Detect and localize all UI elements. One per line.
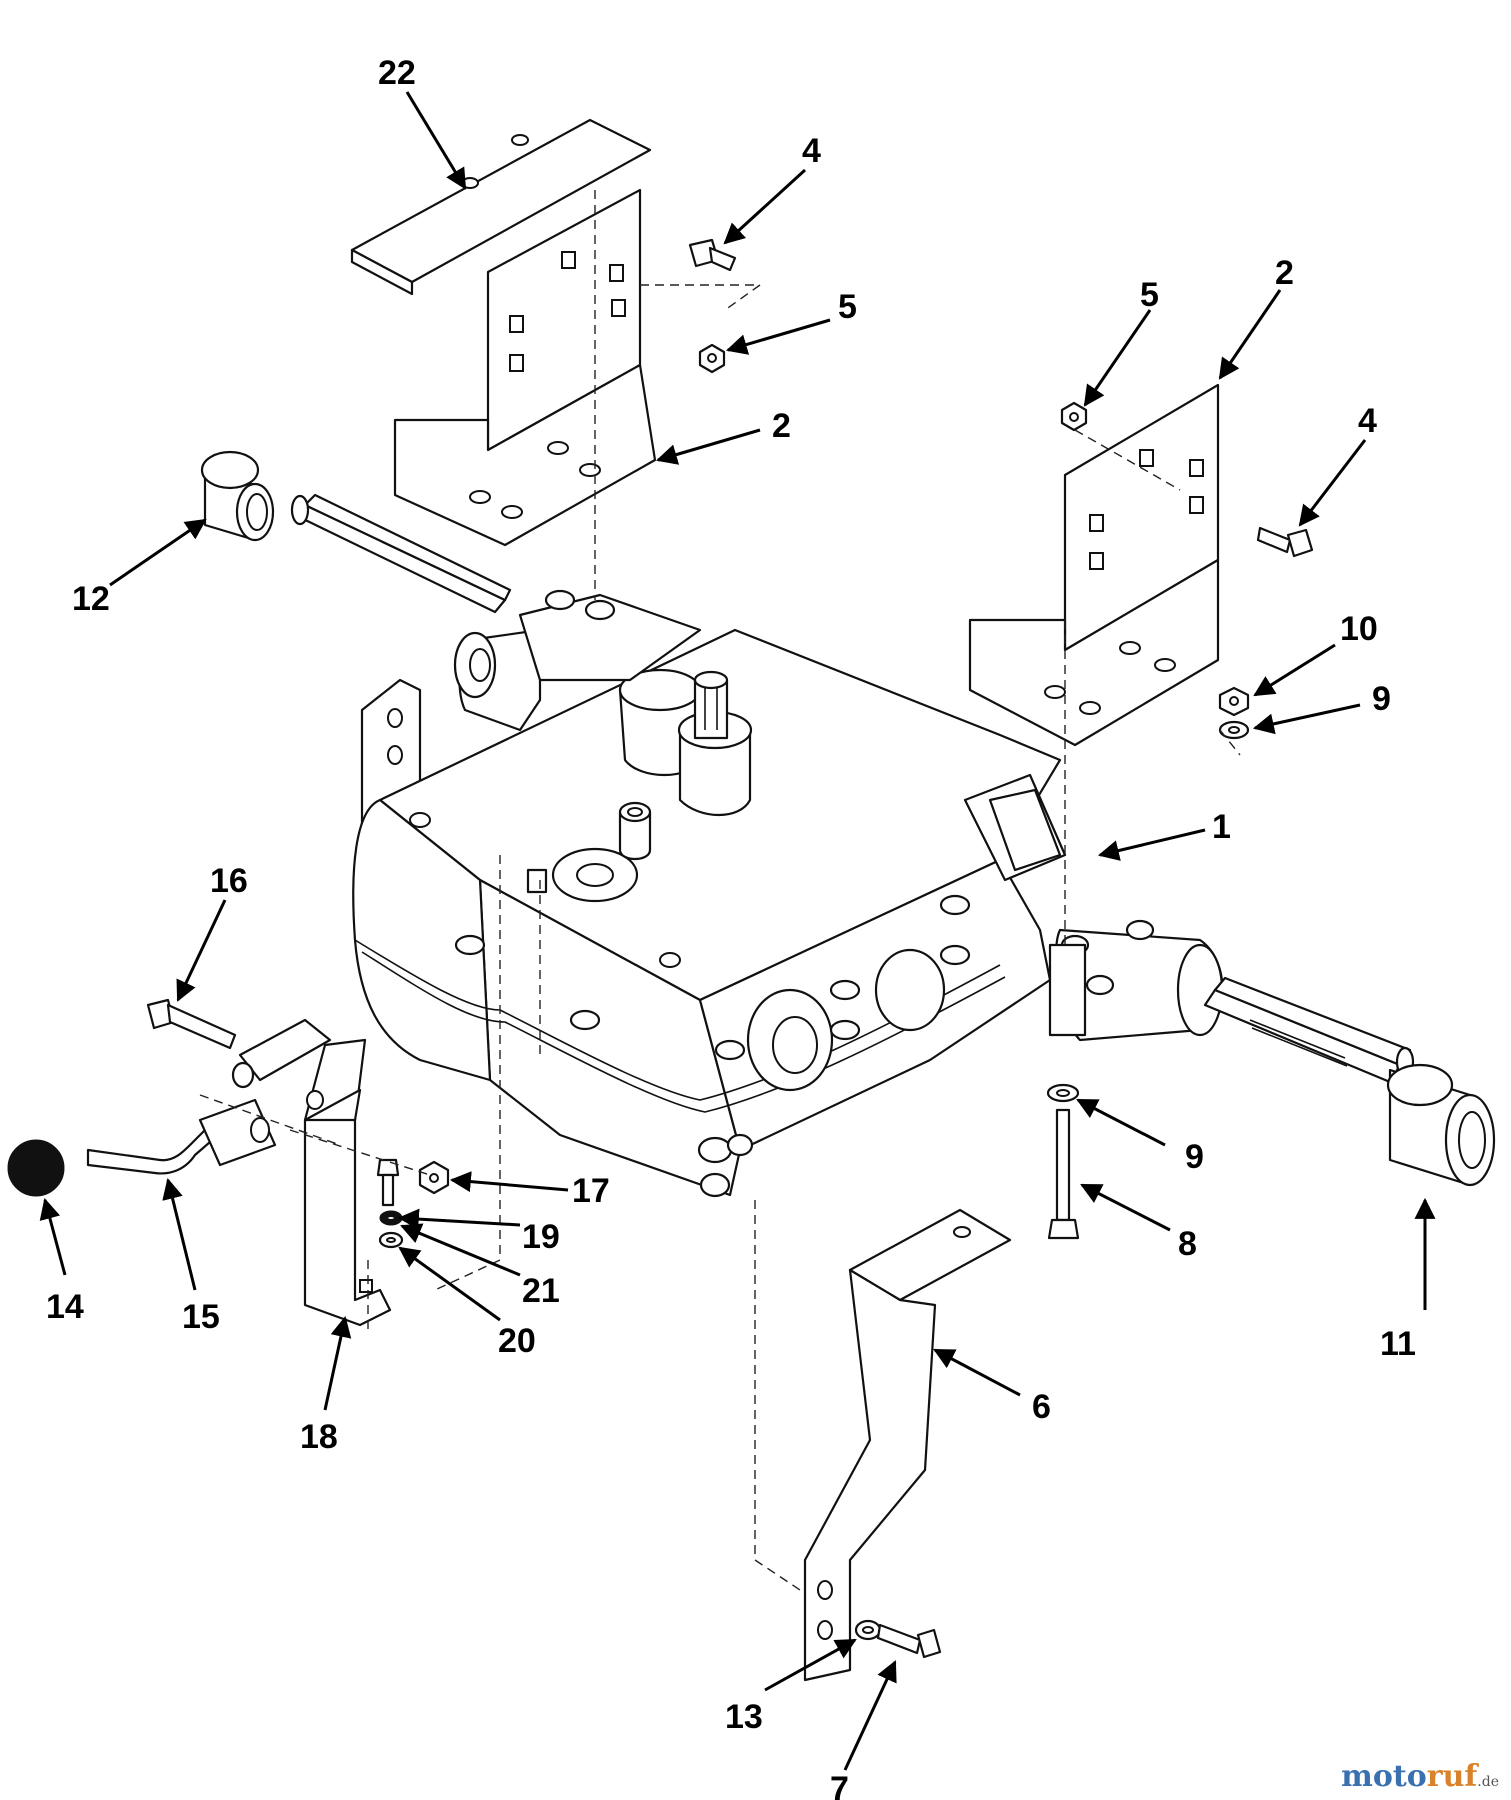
label-5-upper: 5 bbox=[838, 288, 857, 326]
part-20-washer bbox=[378, 1231, 404, 1249]
part-9-washer-lower bbox=[1046, 1083, 1080, 1103]
part-5-nut-right bbox=[1060, 401, 1088, 432]
part-13-washer bbox=[854, 1619, 882, 1641]
part-10-nut bbox=[1218, 686, 1250, 717]
part-4-bolt-upper bbox=[688, 238, 737, 272]
label-20: 20 bbox=[498, 1322, 536, 1360]
part-7-bolt bbox=[876, 1623, 942, 1659]
part-22-plate bbox=[350, 118, 652, 296]
part-2-bracket-upper bbox=[393, 188, 657, 547]
part-19-bolt bbox=[376, 1158, 400, 1207]
right-axle bbox=[1203, 976, 1415, 1084]
right-axle-housing bbox=[1048, 919, 1224, 1042]
label-5-right: 5 bbox=[1140, 276, 1159, 314]
part-14-knob bbox=[7, 1139, 65, 1197]
part-5-nut-upper bbox=[698, 343, 726, 374]
watermark-accent: ruf bbox=[1426, 1759, 1478, 1794]
label-8: 8 bbox=[1178, 1225, 1197, 1263]
label-13: 13 bbox=[725, 1698, 763, 1736]
label-11: 11 bbox=[1380, 1325, 1416, 1363]
label-7: 7 bbox=[830, 1770, 849, 1800]
assembly-dashed-lines bbox=[199, 190, 1241, 1591]
label-2-upper: 2 bbox=[772, 407, 791, 445]
label-18: 18 bbox=[300, 1418, 338, 1456]
part-17-nut bbox=[418, 1160, 450, 1195]
part-6-support-bracket bbox=[803, 1208, 1012, 1682]
part-11-bushing bbox=[1386, 1063, 1496, 1187]
part-2-bracket-right bbox=[968, 383, 1220, 747]
part-16-bolt bbox=[146, 998, 237, 1050]
left-axle-housing bbox=[453, 589, 702, 732]
label-1: 1 bbox=[1212, 808, 1231, 846]
part-1-transaxle-housing bbox=[352, 628, 1067, 1198]
label-9-lower: 9 bbox=[1185, 1138, 1204, 1176]
label-22: 22 bbox=[378, 54, 416, 92]
part-labels: 22 4 5 2 5 2 4 10 9 1 12 16 9 8 11 6 17 … bbox=[46, 54, 1416, 1800]
part-15-shift-lever bbox=[86, 1061, 277, 1175]
label-19: 19 bbox=[522, 1218, 560, 1256]
label-17: 17 bbox=[572, 1172, 610, 1210]
label-10: 10 bbox=[1340, 610, 1378, 648]
part-21-washer bbox=[379, 1210, 403, 1226]
motoruf-watermark: motoruf.de bbox=[1341, 1759, 1499, 1794]
watermark-main: moto bbox=[1341, 1759, 1427, 1794]
label-16: 16 bbox=[210, 862, 248, 900]
label-15: 15 bbox=[182, 1298, 220, 1336]
label-6: 6 bbox=[1032, 1388, 1051, 1426]
label-14: 14 bbox=[46, 1288, 84, 1326]
leader-arrows bbox=[39, 91, 1436, 1771]
watermark-suffix: .de bbox=[1477, 1774, 1499, 1790]
label-2-right: 2 bbox=[1275, 254, 1294, 292]
label-4-right: 4 bbox=[1358, 402, 1377, 440]
label-9-upper: 9 bbox=[1372, 680, 1391, 718]
left-axle bbox=[290, 493, 512, 614]
part-4-bolt-right bbox=[1256, 526, 1314, 558]
label-21: 21 bbox=[522, 1272, 560, 1310]
part-8-bolt bbox=[1047, 1108, 1080, 1240]
part-12-bushing bbox=[200, 450, 275, 542]
label-4-upper: 4 bbox=[802, 132, 821, 170]
label-12: 12 bbox=[72, 580, 110, 618]
